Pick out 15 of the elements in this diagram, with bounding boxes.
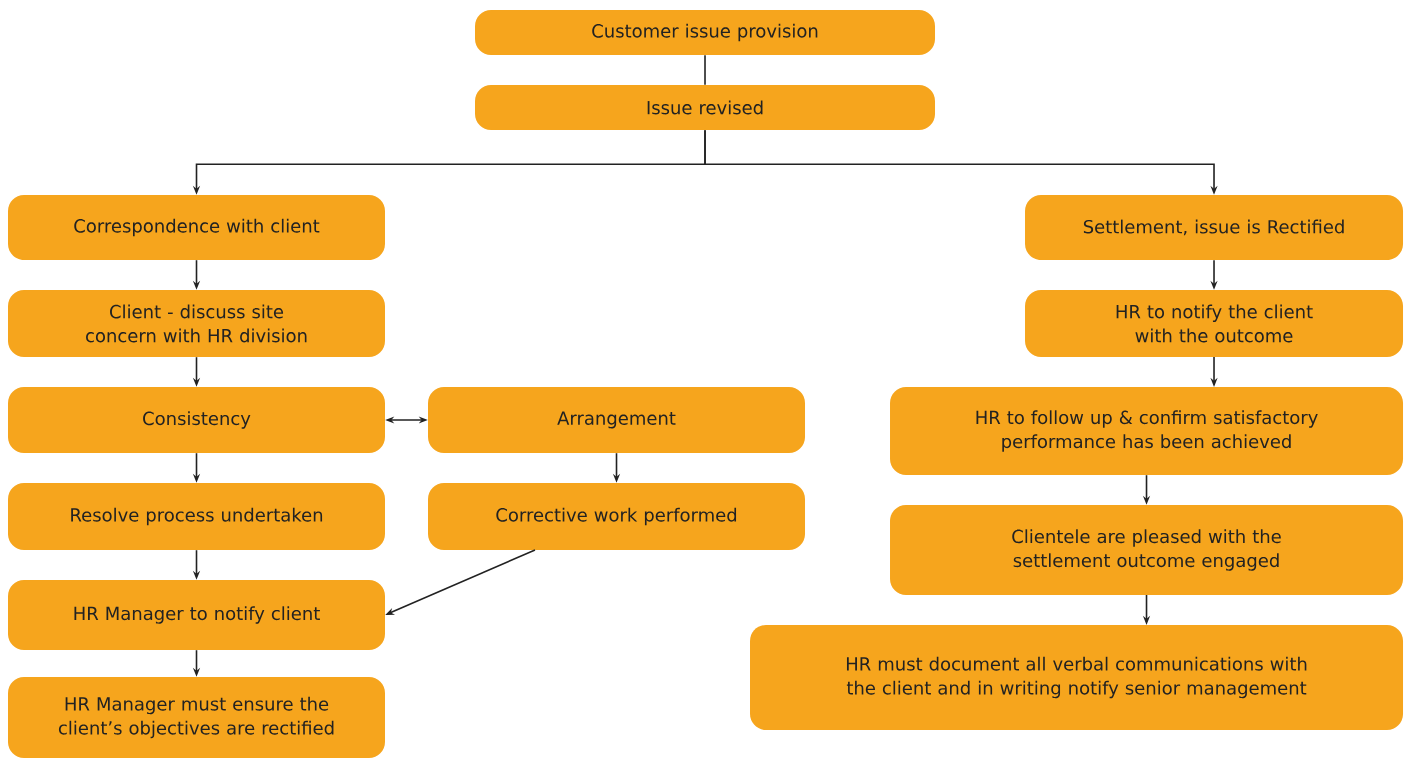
process-box: Consistency — [8, 387, 385, 453]
process-box: Issue revised — [475, 85, 935, 130]
process-box: HR Manager must ensure the client’s objectives are rectified — [8, 677, 385, 758]
process-box: Corrective work performed — [428, 483, 805, 550]
process-box: Client - discuss site concern with HR division — [8, 290, 385, 357]
process-box: Arrangement — [428, 387, 805, 453]
process-box: HR to notify the client with the outcome — [1025, 290, 1403, 357]
process-box: Correspondence with client — [8, 195, 385, 260]
process-box: HR must document all verbal communications with the client and in writing notify senior management — [750, 625, 1403, 730]
process-box: Resolve process undertaken — [8, 483, 385, 550]
process-box: Settlement, issue is Rectified — [1025, 195, 1403, 260]
process-box: Customer issue provision — [475, 10, 935, 55]
process-box: HR to follow up & confirm satisfactory performance has been achieved — [890, 387, 1403, 475]
process-box: HR Manager to notify client — [8, 580, 385, 650]
process-box: Clientele are pleased with the settlement outcome engaged — [890, 505, 1403, 595]
